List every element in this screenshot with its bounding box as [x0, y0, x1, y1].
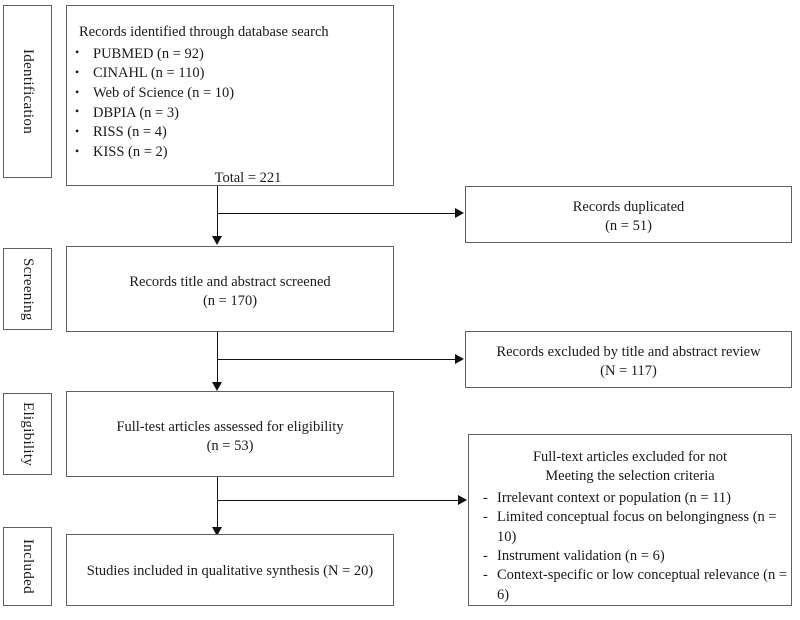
arrow-right-icon [458, 495, 467, 505]
list-item: Limited conceptual focus on belongingnes… [469, 508, 791, 547]
arrow-right-icon [455, 354, 464, 364]
screening-excluded-line2: (N = 117) [600, 362, 657, 379]
connector-screening-to-excluded [217, 359, 456, 360]
stage-label-eligibility-text: Eligibility [20, 401, 36, 467]
connector-eligibility-to-fulltext-excluded [217, 500, 459, 501]
stage-label-eligibility: Eligibility [3, 393, 52, 475]
screening-excluded-line1: Records excluded by title and abstract r… [496, 344, 761, 360]
list-item: DBPIA (n = 3) [67, 103, 393, 124]
eligibility-line1: Full-test articles assessed for eligibil… [116, 419, 344, 435]
fulltext-excluded-line2: Meeting the selection criteria [545, 467, 715, 484]
identification-total: Total = 221 [214, 169, 282, 186]
stage-label-included-text: Included [20, 539, 36, 594]
list-item: Web of Science (n = 10) [67, 84, 393, 104]
list-item: CINAHL (n = 110) [67, 64, 393, 84]
exclusion-reason-list: Irrelevant context or population (n = 11… [469, 489, 791, 605]
duplicates-box: Records duplicated (n = 51) [465, 186, 792, 243]
duplicates-line1: Records duplicated [572, 199, 685, 215]
included-box: Studies included in qualitative synthesi… [66, 534, 394, 606]
connector-eligibility-down [217, 477, 218, 528]
eligibility-line2: (n = 53) [206, 437, 254, 454]
stage-label-screening-text: Screening [20, 257, 36, 321]
arrow-down-icon [212, 382, 222, 391]
stage-label-identification-text: Identification [20, 48, 36, 134]
list-item: Instrument validation (n = 6) [469, 547, 791, 567]
list-item: PUBMED (n = 92) [67, 44, 393, 65]
duplicates-line2: (n = 51) [605, 217, 652, 234]
arrow-down-icon [212, 236, 222, 245]
fulltext-excluded-box: Full-text articles excluded for not Meet… [468, 434, 792, 606]
screening-box: Records title and abstract screened (n =… [66, 246, 394, 332]
connector-screening-down [217, 332, 218, 383]
eligibility-box: Full-test articles assessed for eligibil… [66, 391, 394, 477]
database-source-list: PUBMED (n = 92) CINAHL (n = 110) Web of … [67, 44, 393, 163]
stage-label-screening: Screening [3, 248, 52, 330]
included-line1: Studies included in qualitative synthesi… [86, 563, 374, 579]
screening-line2: (n = 170) [202, 292, 258, 309]
list-item: KISS (n = 2) [67, 143, 393, 163]
fulltext-excluded-line1: Full-text articles excluded for not [532, 449, 728, 465]
identification-heading: Records identified through database sear… [79, 24, 329, 40]
list-item: RISS (n = 4) [67, 123, 393, 143]
stage-label-included: Included [3, 527, 52, 606]
list-item: Irrelevant context or population (n = 11… [469, 489, 791, 509]
screening-line1: Records title and abstract screened [129, 274, 331, 290]
connector-identification-down [217, 186, 218, 237]
identification-box: Records identified through database sear… [66, 5, 394, 186]
list-item: Context-specific or low conceptual relev… [469, 566, 791, 605]
arrow-right-icon [455, 208, 464, 218]
screening-excluded-box: Records excluded by title and abstract r… [465, 331, 792, 388]
stage-label-identification: Identification [3, 5, 52, 178]
arrow-down-icon [212, 527, 222, 536]
connector-identification-to-duplicates [217, 213, 456, 214]
